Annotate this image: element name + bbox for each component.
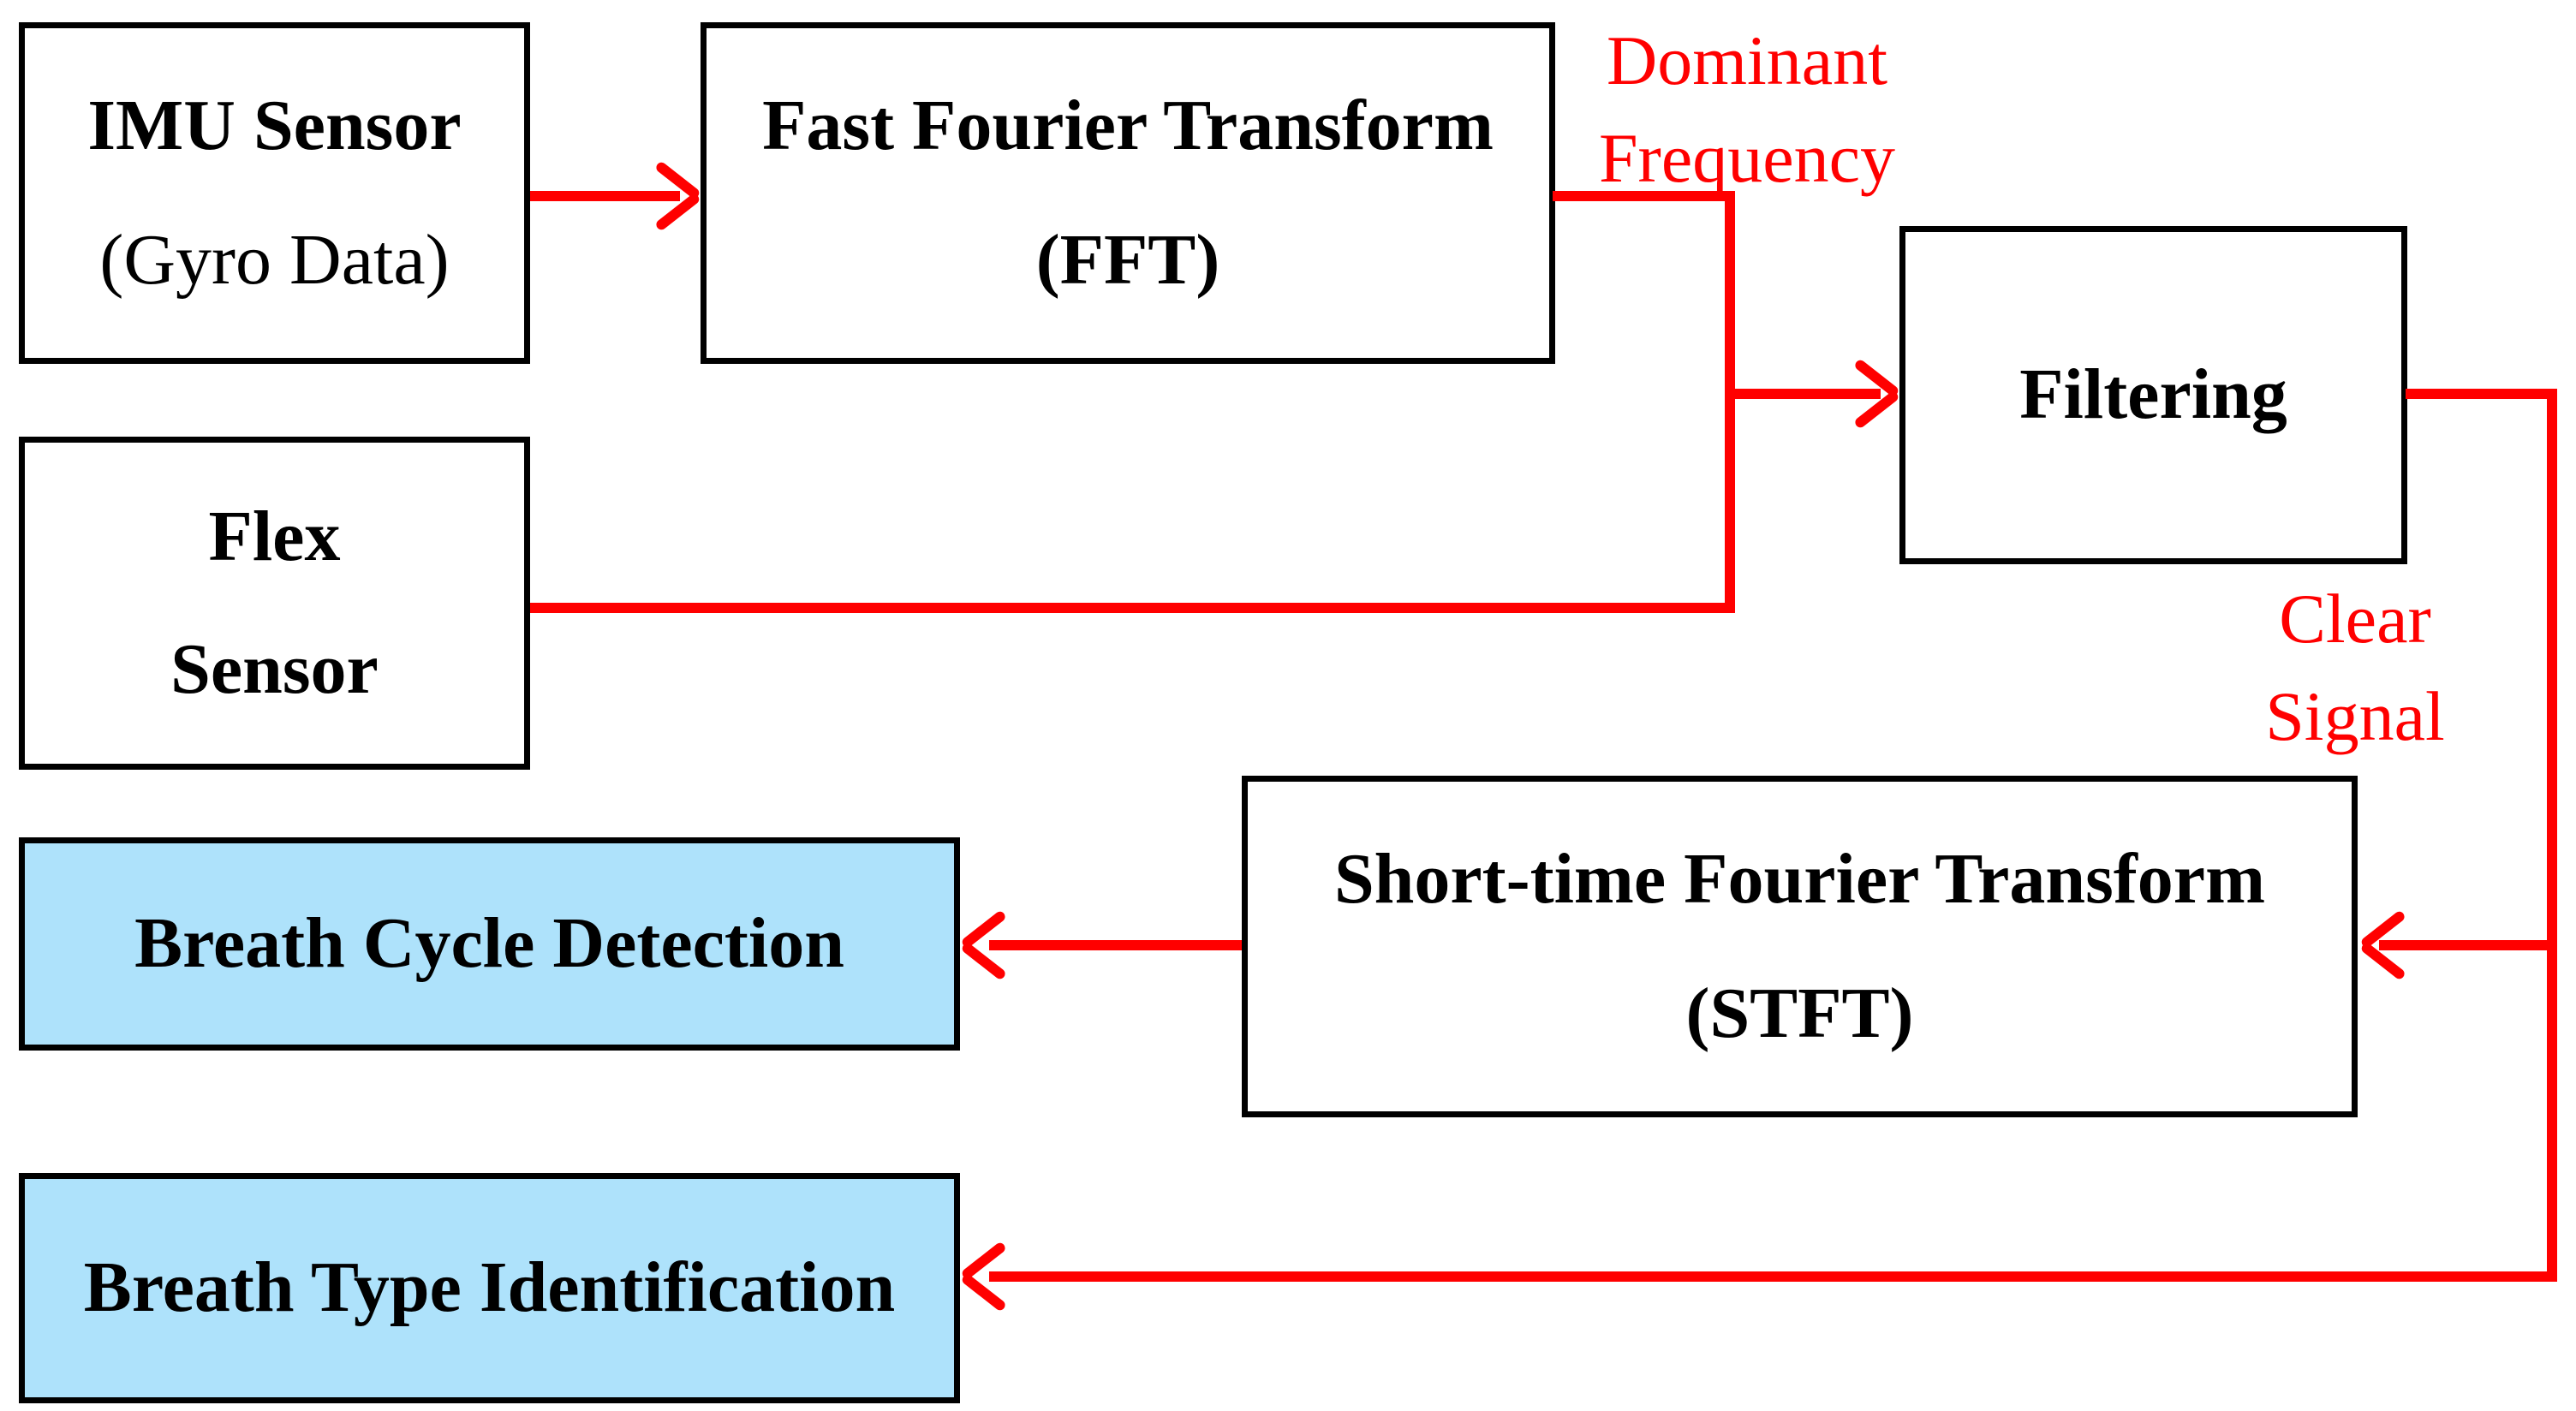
node-imu-sensor-subtitle: (Gyro Data) xyxy=(99,220,450,301)
edge-imu-to-fft xyxy=(530,191,680,201)
node-stft-title: Short-time Fourier Transform xyxy=(1333,838,2266,919)
edge-label-clear-signal-line2: Signal xyxy=(2265,677,2445,755)
node-imu-sensor-title: IMU Sensor xyxy=(87,85,462,165)
node-imu-sensor: IMU Sensor (Gyro Data) xyxy=(19,22,530,364)
edge-flex-output xyxy=(530,603,1735,613)
node-breath-cycle-detection: Breath Cycle Detection xyxy=(19,837,960,1051)
edge-into-filtering xyxy=(1725,389,1881,399)
edge-filtering-output xyxy=(2406,389,2557,399)
node-breath-type-identification: Breath Type Identification xyxy=(19,1173,960,1403)
node-filtering: Filtering xyxy=(1899,226,2407,564)
node-fft-title: Fast Fourier Transform xyxy=(762,85,1494,165)
node-breath-cycle-detection-title: Breath Cycle Detection xyxy=(134,903,844,984)
node-fft: Fast Fourier Transform (FFT) xyxy=(701,22,1555,364)
edge-label-clear-signal: Clear Signal xyxy=(2175,570,2535,765)
edge-into-stft xyxy=(2379,940,2557,950)
edge-junction-vertical xyxy=(1725,191,1735,613)
edge-stft-to-breath-cycle xyxy=(989,940,1242,950)
node-fft-abbrev: (FFT) xyxy=(1035,220,1220,301)
edge-label-dominant-frequency-line2: Frequency xyxy=(1598,119,1896,197)
node-flex-sensor-line2: Sensor xyxy=(170,628,379,709)
edge-label-dominant-frequency: Dominant Frequency xyxy=(1567,12,1927,207)
node-stft: Short-time Fourier Transform (STFT) xyxy=(1242,776,2358,1117)
node-stft-abbrev: (STFT) xyxy=(1685,973,1914,1054)
edge-fft-output xyxy=(1553,191,1735,201)
node-breath-type-identification-title: Breath Type Identification xyxy=(83,1247,896,1328)
edge-label-dominant-frequency-line1: Dominant xyxy=(1607,21,1887,99)
node-flex-sensor-line1: Flex xyxy=(208,497,341,577)
edge-label-clear-signal-line1: Clear xyxy=(2279,580,2431,658)
edge-right-vertical xyxy=(2547,389,2557,1282)
node-filtering-title: Filtering xyxy=(2019,354,2287,435)
edge-to-breath-type xyxy=(989,1271,2557,1282)
node-flex-sensor: Flex Sensor xyxy=(19,437,530,770)
